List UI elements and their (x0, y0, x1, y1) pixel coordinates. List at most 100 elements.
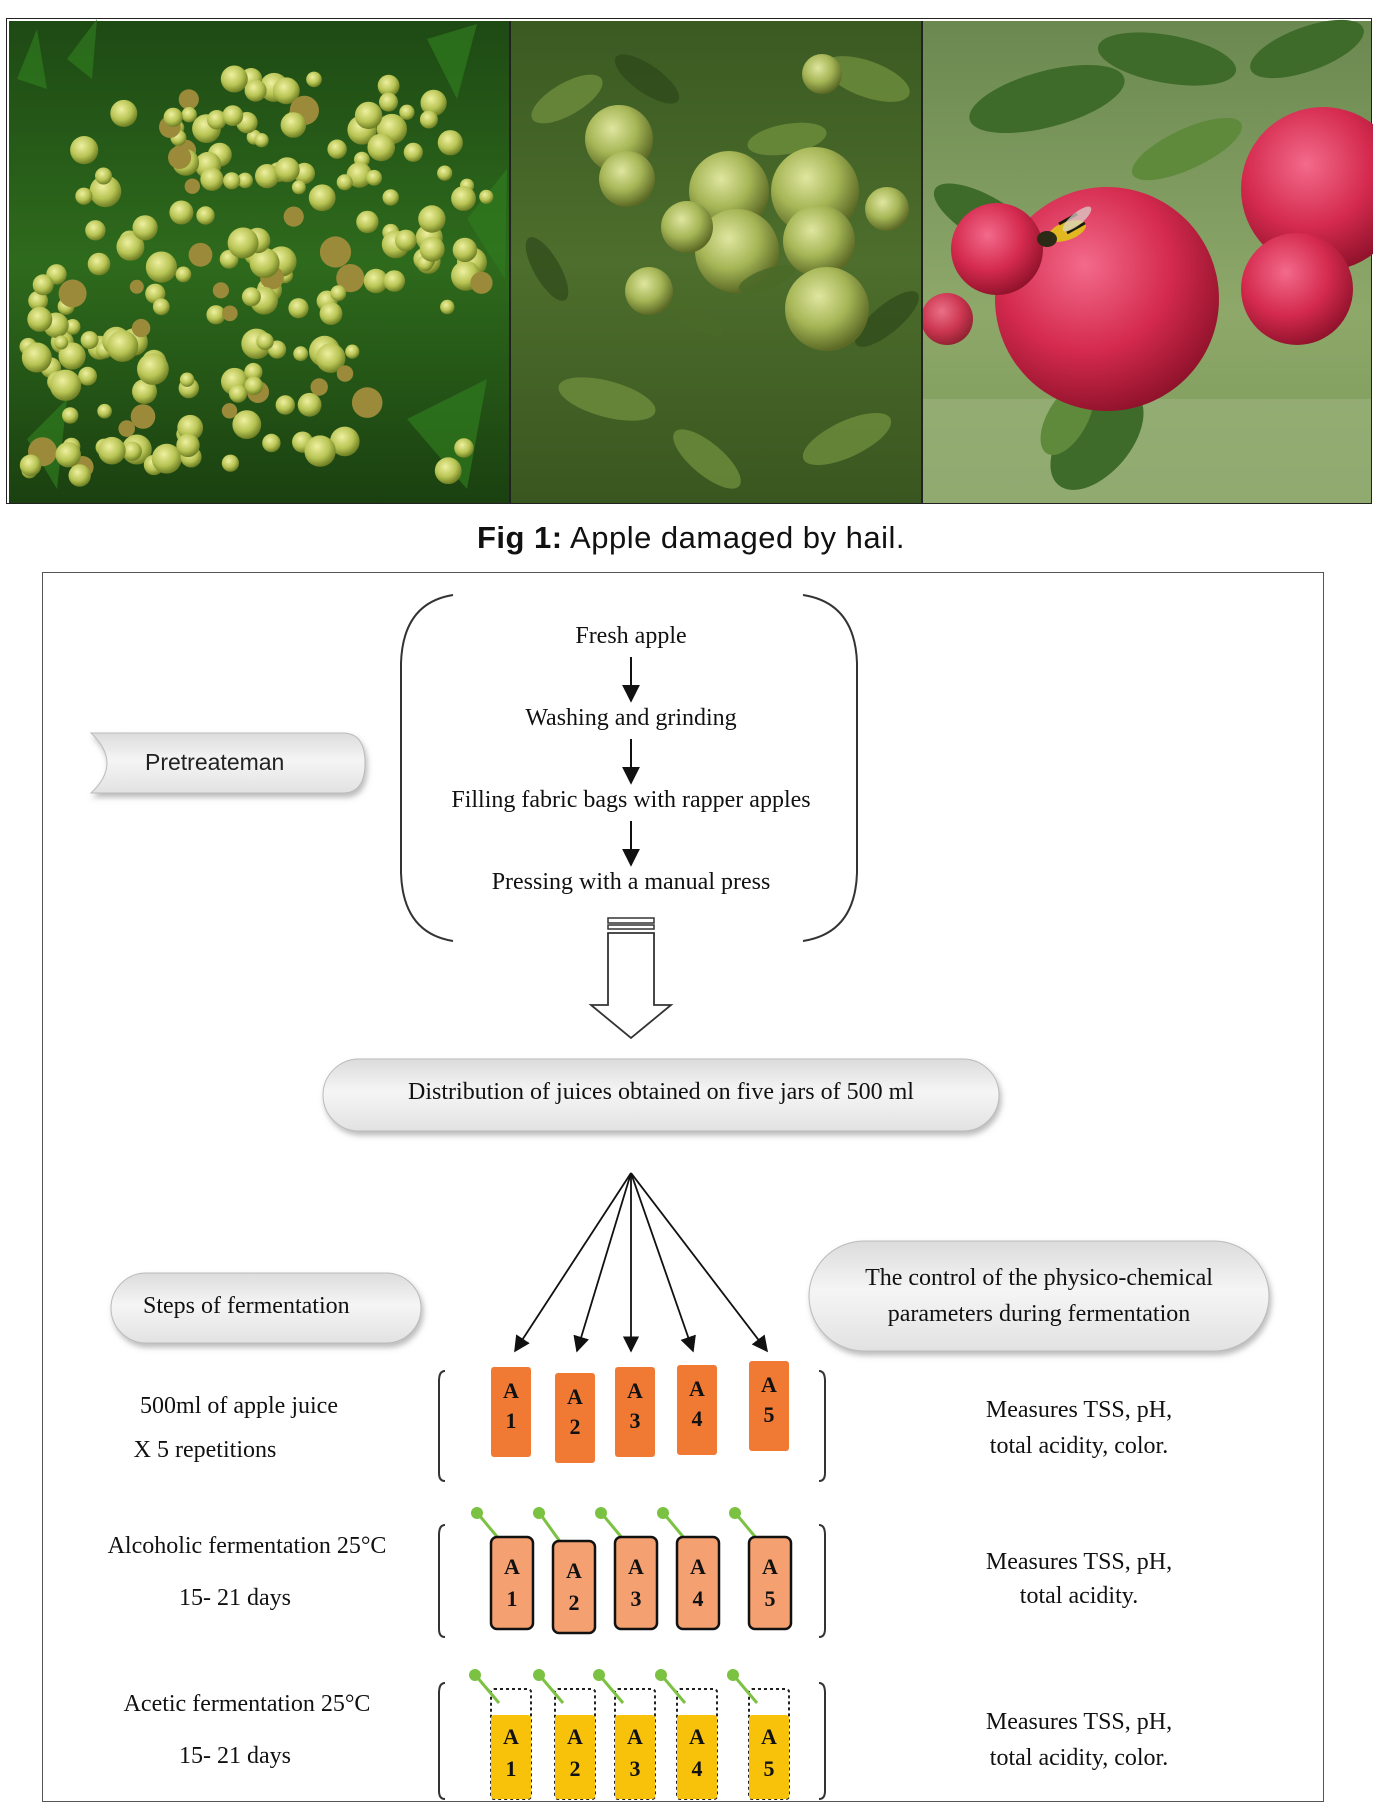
fallen-apple (315, 343, 346, 373)
fallen-apple (327, 139, 347, 159)
fanout-arrows (514, 1172, 768, 1353)
flowchart-frame: Fresh apple Washing and grinding Filling… (42, 572, 1324, 1802)
fallen-apple (116, 232, 145, 261)
fallen-apple (122, 441, 142, 461)
fallen-apple (479, 189, 494, 204)
jar-label-s3-2-num: 2 (569, 1756, 581, 1781)
fallen-apple (145, 251, 177, 283)
jar-label-s3-3-num: 3 (629, 1756, 641, 1781)
fallen-apple (54, 335, 69, 350)
fallen-apple (220, 65, 248, 93)
fallen-apple (244, 362, 263, 382)
fallen-apple (399, 104, 415, 120)
fallen-apple (32, 274, 54, 296)
step-filling-bags: Filling fabric bags with rapper apples (451, 787, 811, 813)
fallen-apple (137, 353, 169, 385)
jar-stage2-2 (533, 1507, 597, 1635)
fallen-apple (58, 342, 86, 370)
fallen-apple (336, 264, 365, 293)
stage3-left-line2: 15- 21 days (179, 1743, 291, 1769)
fallen-apple (366, 169, 382, 186)
wasp (1037, 206, 1092, 247)
fallen-apple (437, 130, 463, 156)
jar-stage1-3 (615, 1367, 655, 1457)
stage1-right-line1: Measures TSS, pH, (985, 1397, 1173, 1423)
fallen-apple (181, 107, 197, 123)
fallen-apple (255, 164, 280, 189)
jar-label-s2-4-num: 4 (692, 1586, 704, 1611)
fallen-apple (237, 172, 253, 189)
fallen-apple (351, 387, 383, 418)
jar-label-s1-1-letter: A (503, 1378, 519, 1403)
fallen-apple (454, 438, 474, 458)
fallen-apple (377, 74, 400, 97)
fallen-apple (419, 110, 438, 129)
jar-stage1-1 (491, 1367, 531, 1457)
fallen-apple (207, 110, 227, 130)
fallen-apple (129, 279, 144, 294)
fallen-apple (383, 270, 406, 292)
figure-caption: Fig 1: Apple damaged by hail. (0, 520, 1382, 556)
fallen-apple (283, 206, 304, 227)
fallen-apple (130, 404, 156, 429)
jar-label-s2-2-num: 2 (568, 1590, 580, 1615)
fallen-apple (310, 378, 328, 396)
jar-stage1-4 (677, 1365, 717, 1455)
fallen-apple (336, 365, 354, 382)
photo-strip (6, 18, 1373, 504)
jar-label-s1-3-letter: A (627, 1378, 643, 1403)
jar-stage3-4 (655, 1669, 718, 1800)
jar-stage2-3 (595, 1507, 659, 1631)
jar-label-s1-1-num: 1 (505, 1408, 517, 1433)
jar-label-s2-5-letter: A (762, 1554, 778, 1579)
fallen-apple (356, 210, 379, 234)
jar-label-s2-1-letter: A (504, 1554, 520, 1579)
fallen-apple (227, 227, 259, 259)
fallen-apple (470, 271, 493, 294)
caption-label: Fig 1: (476, 520, 563, 555)
fallen-apple (221, 454, 239, 472)
stage2-right-line1: Measures TSS, pH, (985, 1549, 1173, 1575)
fallen-apple (19, 454, 42, 477)
stage1-left-line1: 500ml of apple juice (140, 1393, 338, 1419)
stage1-right-line2: total acidity, color. (989, 1433, 1169, 1459)
fallen-apple (256, 332, 274, 351)
fallen-apple (98, 436, 126, 465)
fallen-apple (176, 433, 200, 458)
fallen-apple (58, 279, 87, 308)
stage3-right-line1: Measures TSS, pH, (985, 1709, 1173, 1735)
fallen-apple (232, 410, 262, 439)
fallen-apple (308, 184, 336, 212)
fallen-apple (272, 77, 300, 105)
step-washing-grinding: Washing and grinding (525, 705, 737, 731)
fallen-apple (418, 205, 446, 233)
fallen-apple (21, 342, 52, 373)
jar-label-s1-4-letter: A (689, 1376, 705, 1401)
fallen-apple (274, 157, 300, 183)
pretreatment-pill (89, 732, 366, 794)
stage3-right-line2: total acidity, color. (989, 1745, 1169, 1771)
fallen-apple (152, 298, 170, 316)
fallen-apple (206, 305, 226, 325)
fallen-apple (275, 395, 295, 415)
jar-label-s3-2-letter: A (567, 1724, 583, 1749)
fallen-apple (280, 112, 307, 138)
stage2-jars (471, 1507, 793, 1635)
fallen-apple (244, 376, 263, 395)
pretreatment-bracket-right (802, 594, 858, 942)
fallen-apple (293, 346, 309, 362)
fallen-apple (395, 229, 417, 252)
fallen-apple (222, 105, 244, 126)
jar-stage1-5 (749, 1361, 789, 1451)
jar-stage3-2 (533, 1669, 596, 1800)
jar-stage2-5 (729, 1507, 793, 1631)
fallen-apple (437, 165, 453, 181)
fallen-apple (291, 180, 306, 195)
fermentation-pill-label: Steps of fermentation (143, 1293, 350, 1319)
fallen-apple (132, 215, 158, 241)
fallen-apple (49, 369, 82, 401)
jar-label-s3-4-num: 4 (691, 1756, 703, 1781)
fallen-apple (346, 162, 372, 188)
step-pressing: Pressing with a manual press (491, 869, 771, 895)
fallen-apple (68, 464, 91, 487)
